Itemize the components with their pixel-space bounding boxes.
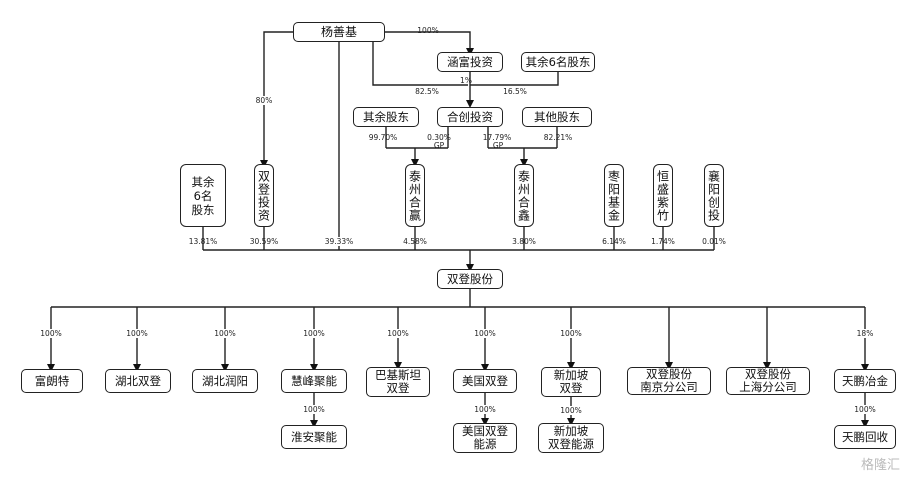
node-fulangte: 富朗特 xyxy=(21,369,83,393)
node-pakistan-shuangdeng: 巴基斯坦 双登 xyxy=(366,367,430,397)
pct-huaian: 100% xyxy=(303,405,325,414)
node-shuangdeng-gufen: 双登股份 xyxy=(437,269,503,289)
pct-yang-hechuang: 82.5% xyxy=(415,87,439,96)
node-singapore-shuangdeng-energy: 新加坡 双登能源 xyxy=(538,423,604,453)
pct-hubei-ry: 100% xyxy=(214,329,236,338)
pct-hanfu-hechuang: 1% xyxy=(460,76,472,85)
node-xiangyang-chuangtou: 襄阳创投 xyxy=(704,164,724,227)
node-shanghai-branch: 双登股份 上海分公司 xyxy=(726,367,810,395)
node-huaian-juneng: 淮安聚能 xyxy=(281,425,347,449)
pct-zaoyang-sdgf: 6.14% xyxy=(602,237,626,246)
pct-us-sd: 100% xyxy=(474,329,496,338)
pct-xiangyang-sdgf: 0.01% xyxy=(702,237,726,246)
pct-others6-hechuang: 16.5% xyxy=(503,87,527,96)
node-nanjing-branch: 双登股份 南京分公司 xyxy=(627,367,711,395)
pct-qita-hexin: 82.21% xyxy=(543,133,573,142)
node-hubei-shuangdeng: 湖北双登 xyxy=(105,369,171,393)
pct-hengsheng-sdgf: 1.74% xyxy=(651,237,675,246)
node-hanfu-touzi: 涵富投资 xyxy=(437,52,503,72)
pct-sdtouzi-sdgf: 30.59% xyxy=(249,237,279,246)
pct-sg-energy: 100% xyxy=(560,406,582,415)
node-tianpeng-huishou: 天鹏回收 xyxy=(834,425,896,449)
node-taizhou-heying: 泰州合赢 xyxy=(405,164,425,227)
pct-tianpeng: 18% xyxy=(856,329,874,338)
pct-tianpeng-hs: 100% xyxy=(854,405,876,414)
pct-yang-hanfu: 100% xyxy=(417,26,439,35)
pct-hehui-sdgf: 4.58% xyxy=(403,237,427,246)
node-yang-shanji: 杨善基 xyxy=(293,22,385,42)
pct-qiyu6-sdgf: 13.81% xyxy=(188,237,218,246)
pct-yang-sdgf: 39.33% xyxy=(323,237,355,246)
node-other-shareholders-b: 其他股东 xyxy=(522,107,592,127)
node-hubei-runyang: 湖北润阳 xyxy=(192,369,258,393)
node-singapore-shuangdeng: 新加坡 双登 xyxy=(541,367,601,397)
pct-qiyu-hehui: 99.70% xyxy=(368,133,398,142)
node-shuangdeng-touzi: 双登投资 xyxy=(254,164,274,227)
pct-yang-sd-touzi: 80% xyxy=(254,96,274,105)
node-other-shareholders-a: 其余股东 xyxy=(353,107,419,127)
pct-huifeng: 100% xyxy=(303,329,325,338)
node-other-6-shareholders-top: 其余6名股东 xyxy=(521,52,595,72)
pct-hexin-sdgf: 3.80% xyxy=(512,237,536,246)
pct-us-energy: 100% xyxy=(474,405,496,414)
node-hechuang-touzi: 合创投资 xyxy=(437,107,503,127)
node-hengsheng-zizhu: 恒盛紫竹 xyxy=(653,164,673,227)
node-other-6-shareholders-left: 其余 6名 股东 xyxy=(180,164,226,227)
pct-hechuang-hehui-gp: GP xyxy=(433,141,445,150)
node-taizhou-hexin: 泰州合鑫 xyxy=(514,164,534,227)
pct-fulangte: 100% xyxy=(40,329,62,338)
node-zaoyang-fund: 枣阳基金 xyxy=(604,164,624,227)
pct-brazil: 100% xyxy=(387,329,409,338)
pct-hubei-sd: 100% xyxy=(126,329,148,338)
node-tianpeng-yejin: 天鹏冶金 xyxy=(834,369,896,393)
node-us-shuangdeng-energy: 美国双登 能源 xyxy=(453,423,517,453)
pct-hechuang-hehui: 0.30% xyxy=(427,133,451,142)
watermark: 格隆汇 xyxy=(860,458,900,473)
node-huifeng-juneng: 慧峰聚能 xyxy=(281,369,347,393)
pct-hechuang-hexin-gp: GP xyxy=(492,141,504,150)
pct-sg-sd: 100% xyxy=(560,329,582,338)
pct-hechuang-hexin: 17.79% xyxy=(482,133,512,142)
node-us-shuangdeng: 美国双登 xyxy=(453,369,517,393)
